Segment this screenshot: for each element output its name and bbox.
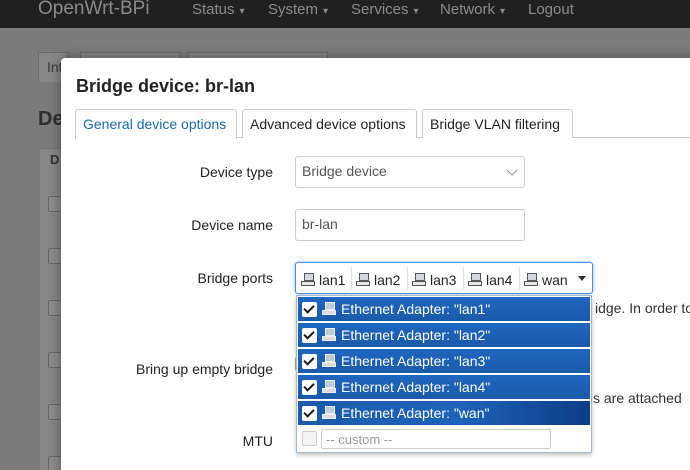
- network-port-icon: [321, 302, 337, 316]
- network-port-icon: [523, 273, 539, 287]
- chip-divider: [463, 267, 464, 290]
- tab-advanced-device-options[interactable]: Advanced device options: [242, 109, 417, 138]
- port-chip-wan: wan: [523, 267, 568, 290]
- checkmark-icon[interactable]: [302, 379, 317, 395]
- mtu-label: MTU: [242, 433, 273, 449]
- modal-title: Bridge device: br-lan: [76, 76, 256, 96]
- chip-divider: [351, 267, 352, 290]
- backdrop-port-icon: [48, 248, 62, 264]
- tab-bridge-vlan-filtering[interactable]: Bridge VLAN filtering: [422, 109, 573, 138]
- bridge-ports-multiselect[interactable]: lan1 lan2 lan3 lan4 wan: [295, 262, 593, 294]
- port-chip-lan2: lan2: [355, 267, 400, 290]
- port-chip-lan1: lan1: [300, 267, 345, 290]
- backdrop-port-icon: [48, 352, 62, 368]
- bridge-ports-dropdown: Ethernet Adapter: "lan1" Ethernet Adapte…: [296, 295, 592, 453]
- modal-tabbar: General device options Advanced device o…: [75, 109, 690, 139]
- tab-general-device-options[interactable]: General device options: [75, 109, 237, 139]
- chip-divider: [519, 267, 520, 290]
- network-port-icon: [321, 354, 337, 368]
- chevron-down-icon[interactable]: [578, 276, 586, 281]
- chevron-down-icon: ▾: [323, 6, 329, 17]
- custom-checkbox[interactable]: [302, 431, 317, 446]
- nav-status[interactable]: Status▾: [192, 1, 245, 18]
- dropdown-option-lan2[interactable]: Ethernet Adapter: "lan2": [298, 323, 590, 348]
- top-navbar: OpenWrt-BPi Status▾ System▾ Services▾ Ne…: [0, 0, 690, 28]
- port-chip-lan3: lan3: [411, 267, 456, 290]
- device-type-label: Device type: [199, 164, 273, 180]
- network-port-icon: [321, 328, 337, 342]
- device-name-label: Device name: [191, 217, 273, 233]
- backdrop-column-header: D: [50, 152, 60, 167]
- network-port-icon: [355, 273, 371, 287]
- empty-bridge-label: Bring up empty bridge: [136, 361, 273, 377]
- custom-port-input[interactable]: -- custom --: [321, 428, 551, 449]
- backdrop-heading: De: [38, 108, 64, 130]
- network-port-icon: [321, 406, 337, 420]
- nav-services[interactable]: Services▾: [351, 1, 419, 18]
- nav-network[interactable]: Network▾: [440, 1, 506, 18]
- backdrop-port-icon: [48, 456, 62, 470]
- nav-logout[interactable]: Logout: [528, 1, 574, 18]
- chevron-down-icon: ▾: [239, 6, 245, 17]
- chip-divider: [407, 267, 408, 290]
- checkmark-icon[interactable]: [302, 405, 317, 421]
- bridge-device-modal: Bridge device: br-lan General device opt…: [61, 58, 690, 470]
- dropdown-option-lan3[interactable]: Ethernet Adapter: "lan3": [298, 349, 590, 374]
- checkmark-icon[interactable]: [302, 301, 317, 317]
- network-port-icon: [321, 380, 337, 394]
- dropdown-option-lan4[interactable]: Ethernet Adapter: "lan4": [298, 375, 590, 400]
- bridge-ports-help: idge. In order to: [595, 300, 690, 316]
- backdrop-port-icon: [48, 196, 62, 212]
- brand-logo[interactable]: OpenWrt-BPi: [38, 0, 150, 19]
- device-name-input[interactable]: br-lan: [295, 209, 525, 241]
- port-chip-lan4: lan4: [467, 267, 512, 290]
- empty-bridge-help: s are attached: [593, 390, 682, 406]
- network-port-icon: [411, 273, 427, 287]
- network-port-icon: [467, 273, 483, 287]
- backdrop-port-icon: [48, 300, 62, 316]
- backdrop-port-icon: [48, 404, 62, 420]
- device-type-value: Bridge device: [302, 163, 387, 179]
- dropdown-option-wan[interactable]: Ethernet Adapter: "wan": [298, 401, 590, 426]
- checkmark-icon[interactable]: [302, 327, 317, 343]
- network-port-icon: [300, 273, 316, 287]
- dropdown-option-lan1[interactable]: Ethernet Adapter: "lan1": [298, 297, 590, 322]
- nav-system[interactable]: System▾: [268, 1, 329, 18]
- checkmark-icon[interactable]: [302, 353, 317, 369]
- dropdown-custom-entry: -- custom --: [298, 426, 590, 451]
- chevron-down-icon: [506, 164, 518, 176]
- bridge-ports-label: Bridge ports: [197, 270, 273, 286]
- device-type-select[interactable]: Bridge device: [295, 156, 525, 188]
- chevron-down-icon: ▾: [413, 6, 419, 17]
- chevron-down-icon: ▾: [500, 6, 506, 17]
